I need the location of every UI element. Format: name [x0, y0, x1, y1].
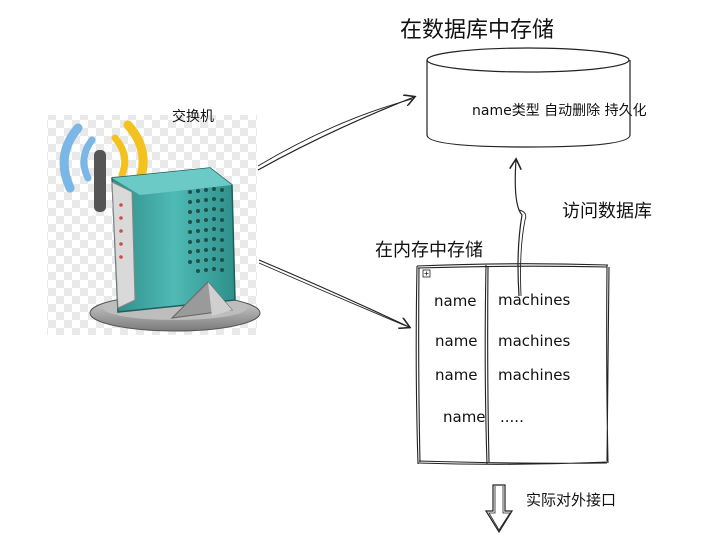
router-image — [47, 115, 261, 335]
table-cell-value: machines — [498, 332, 571, 350]
arrow-access-database — [515, 160, 523, 297]
switch-label: 交换机 — [172, 109, 214, 125]
table-cell-key: name — [435, 366, 478, 384]
signal-wave-icon — [111, 134, 129, 179]
antenna-icon — [94, 150, 106, 212]
table-cell-value: machines — [498, 366, 571, 384]
memory-storage-label: 在内存中存储 — [375, 240, 483, 261]
signal-wave-icon — [59, 123, 83, 193]
database-cylinder — [426, 47, 631, 148]
table-cell-value: machines — [498, 291, 571, 309]
router-front-panel — [111, 181, 136, 309]
database-title: 在数据库中存储 — [400, 18, 555, 43]
table-cell-value: ..... — [500, 408, 524, 426]
access-database-label: 访问数据库 — [562, 201, 652, 222]
memory-table — [415, 263, 610, 465]
table-cell-key: name — [435, 332, 478, 350]
signal-wave-icon — [80, 136, 96, 182]
expand-icon — [422, 269, 431, 278]
arrow-to-database — [257, 97, 414, 171]
api-label: 实际对外接口 — [526, 491, 617, 509]
database-fields-label: name类型 自动删除 持久化 — [472, 103, 647, 119]
vent-holes — [188, 187, 224, 273]
table-cell-key: name — [434, 292, 477, 310]
arrow-to-memory — [258, 259, 409, 327]
down-arrow-icon — [484, 484, 514, 534]
table-cell-key: name — [443, 408, 486, 426]
